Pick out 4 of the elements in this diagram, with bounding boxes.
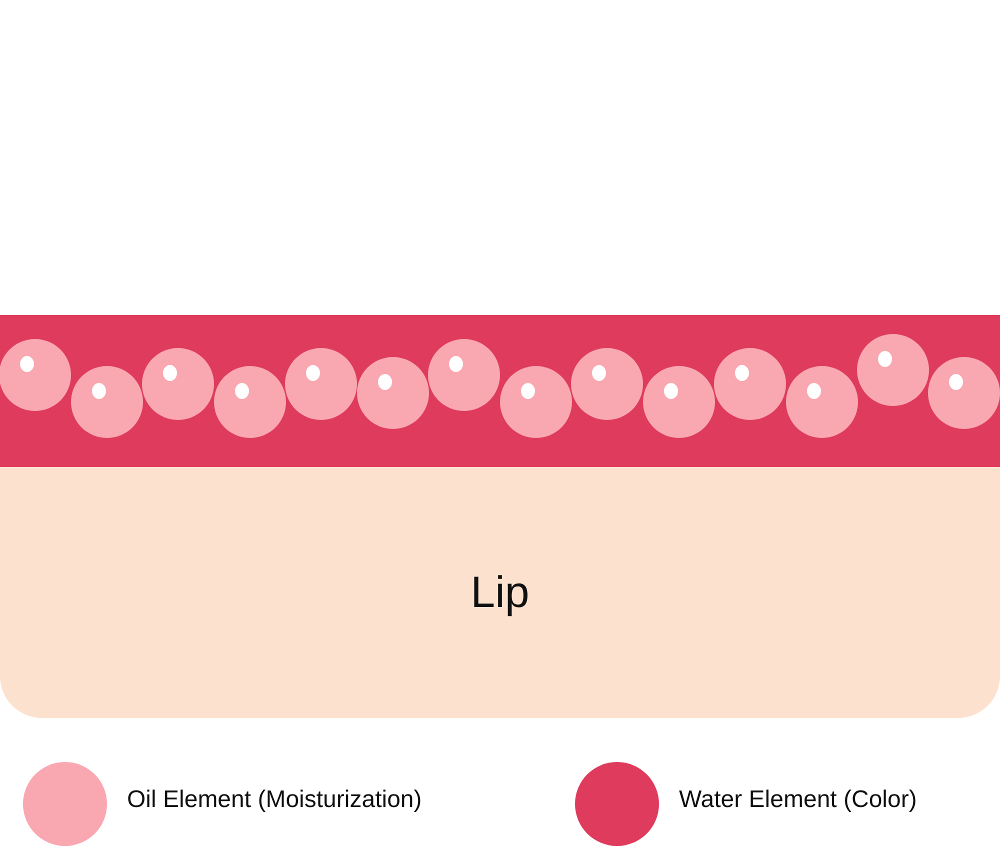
lip-area xyxy=(0,467,1000,718)
lip-label: Lip xyxy=(470,568,530,618)
legend-label: Oil Element (Moisturization) xyxy=(127,786,422,814)
legend-label: Water Element (Color) xyxy=(679,786,917,814)
